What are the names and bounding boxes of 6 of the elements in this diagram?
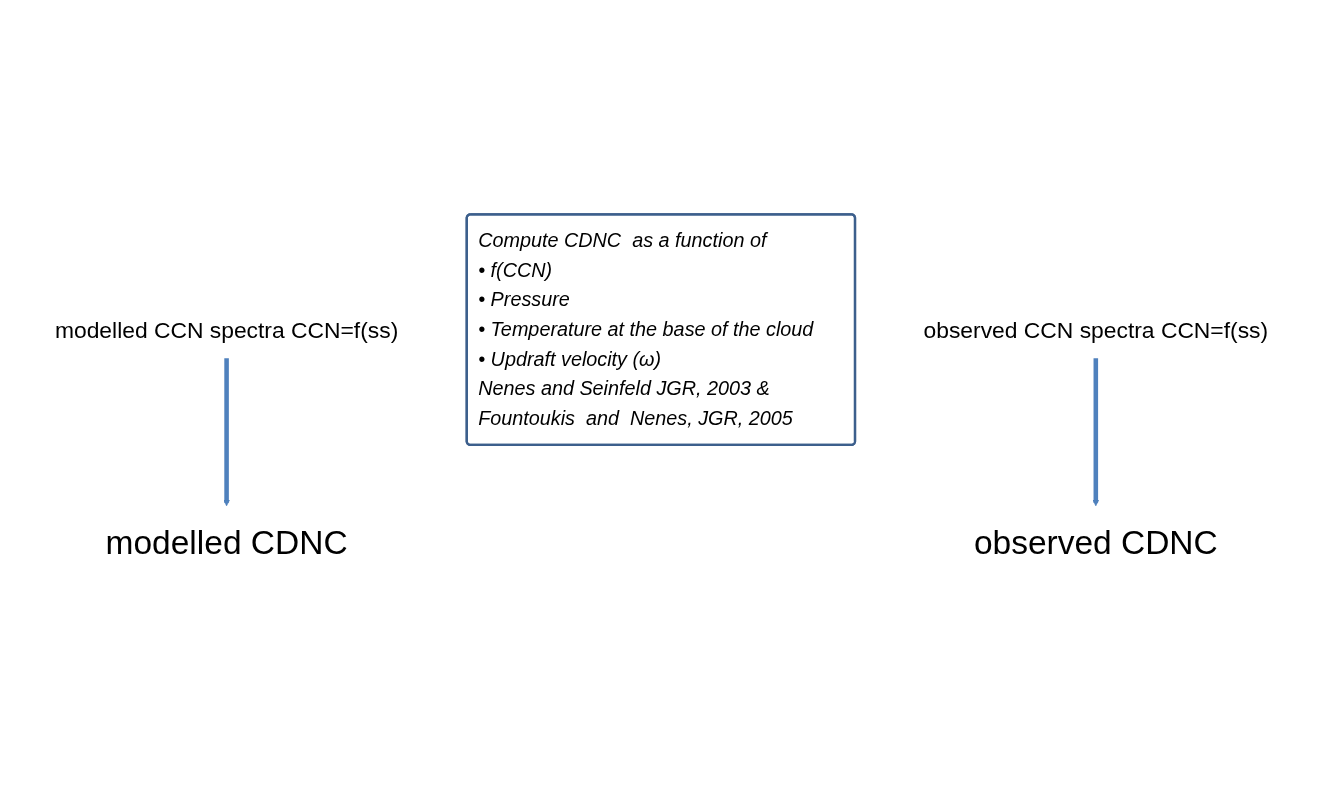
arrow <box>223 358 231 507</box>
node-text: modelled CDNC <box>106 523 349 561</box>
arrow <box>1092 358 1100 507</box>
node-text: modelled CCN spectra CCN=f(ss) <box>55 316 399 343</box>
node-text: observed CDNC <box>974 523 1219 561</box>
node-text: observed CCN spectra CCN=f(ss) <box>924 316 1269 343</box>
